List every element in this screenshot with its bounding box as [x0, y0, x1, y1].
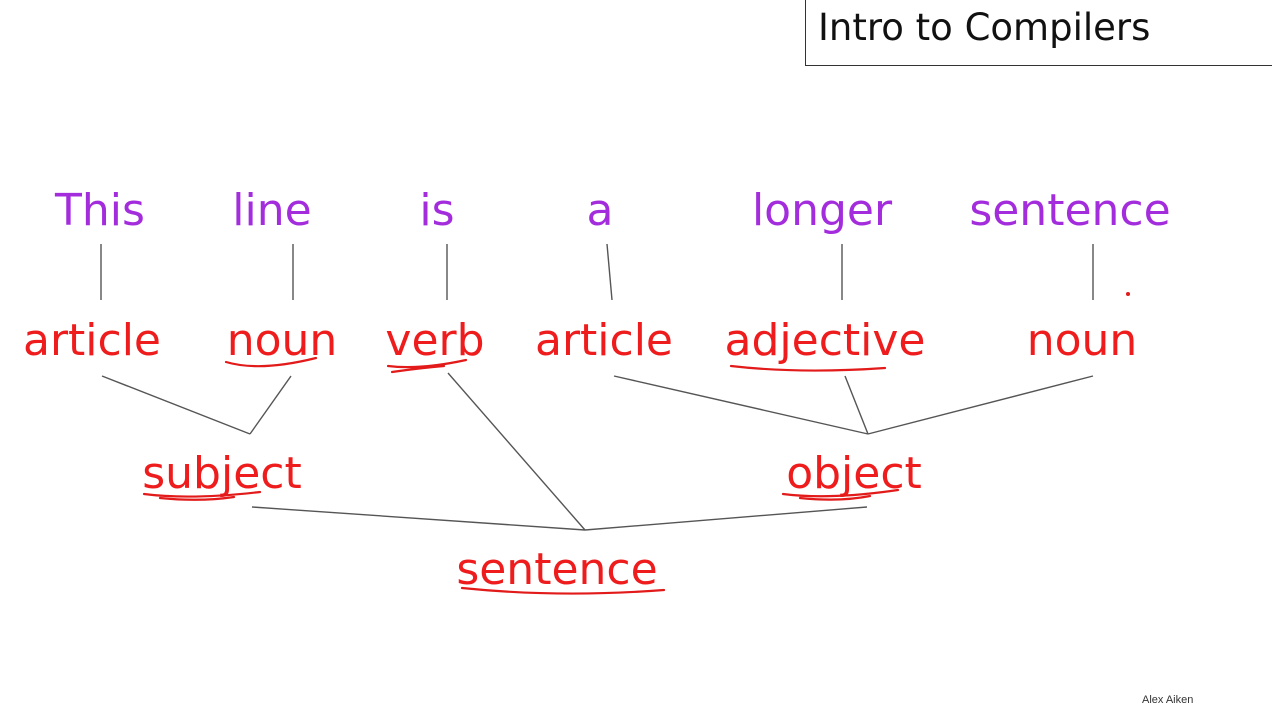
pos-noun-2: noun	[1027, 315, 1138, 366]
title-box: Intro to Compilers	[805, 0, 1272, 66]
root-sentence: sentence	[456, 544, 657, 595]
word-sentence: sentence	[969, 185, 1170, 236]
pos-noun-1: noun	[227, 315, 338, 366]
phrase-subject: subject	[142, 448, 301, 499]
word-a: a	[587, 185, 614, 236]
author-credit: Alex Aiken	[1142, 694, 1194, 706]
edge-verb-sentence	[447, 372, 586, 531]
word-longer: longer	[752, 185, 893, 236]
edge-object-sentence	[584, 506, 868, 531]
underline-adjective	[729, 364, 887, 372]
underline-object	[781, 488, 900, 501]
edge-article-object	[613, 375, 869, 435]
underline-noun	[224, 356, 318, 368]
pos-article-2: article	[535, 315, 673, 366]
pos-article-1: article	[23, 315, 161, 366]
pos-verb: verb	[385, 315, 484, 366]
underline-verb	[386, 358, 468, 374]
slide-title: Intro to Compilers	[818, 6, 1151, 49]
edge-article-subject	[101, 375, 251, 435]
pos-adjective: adjective	[725, 315, 926, 366]
underline-subject	[142, 490, 262, 501]
edge-adjective-object	[844, 375, 869, 435]
edge-noun-object	[867, 375, 1094, 435]
underline-sentence	[460, 586, 666, 595]
phrase-object: object	[786, 448, 922, 499]
edge-subject-sentence	[251, 506, 586, 531]
ink-dot	[1126, 292, 1130, 296]
word-line: line	[232, 185, 311, 236]
edge-noun-subject	[249, 375, 292, 435]
word-this: This	[54, 185, 145, 236]
word-is: is	[419, 185, 454, 236]
edge-a-article	[606, 243, 613, 301]
